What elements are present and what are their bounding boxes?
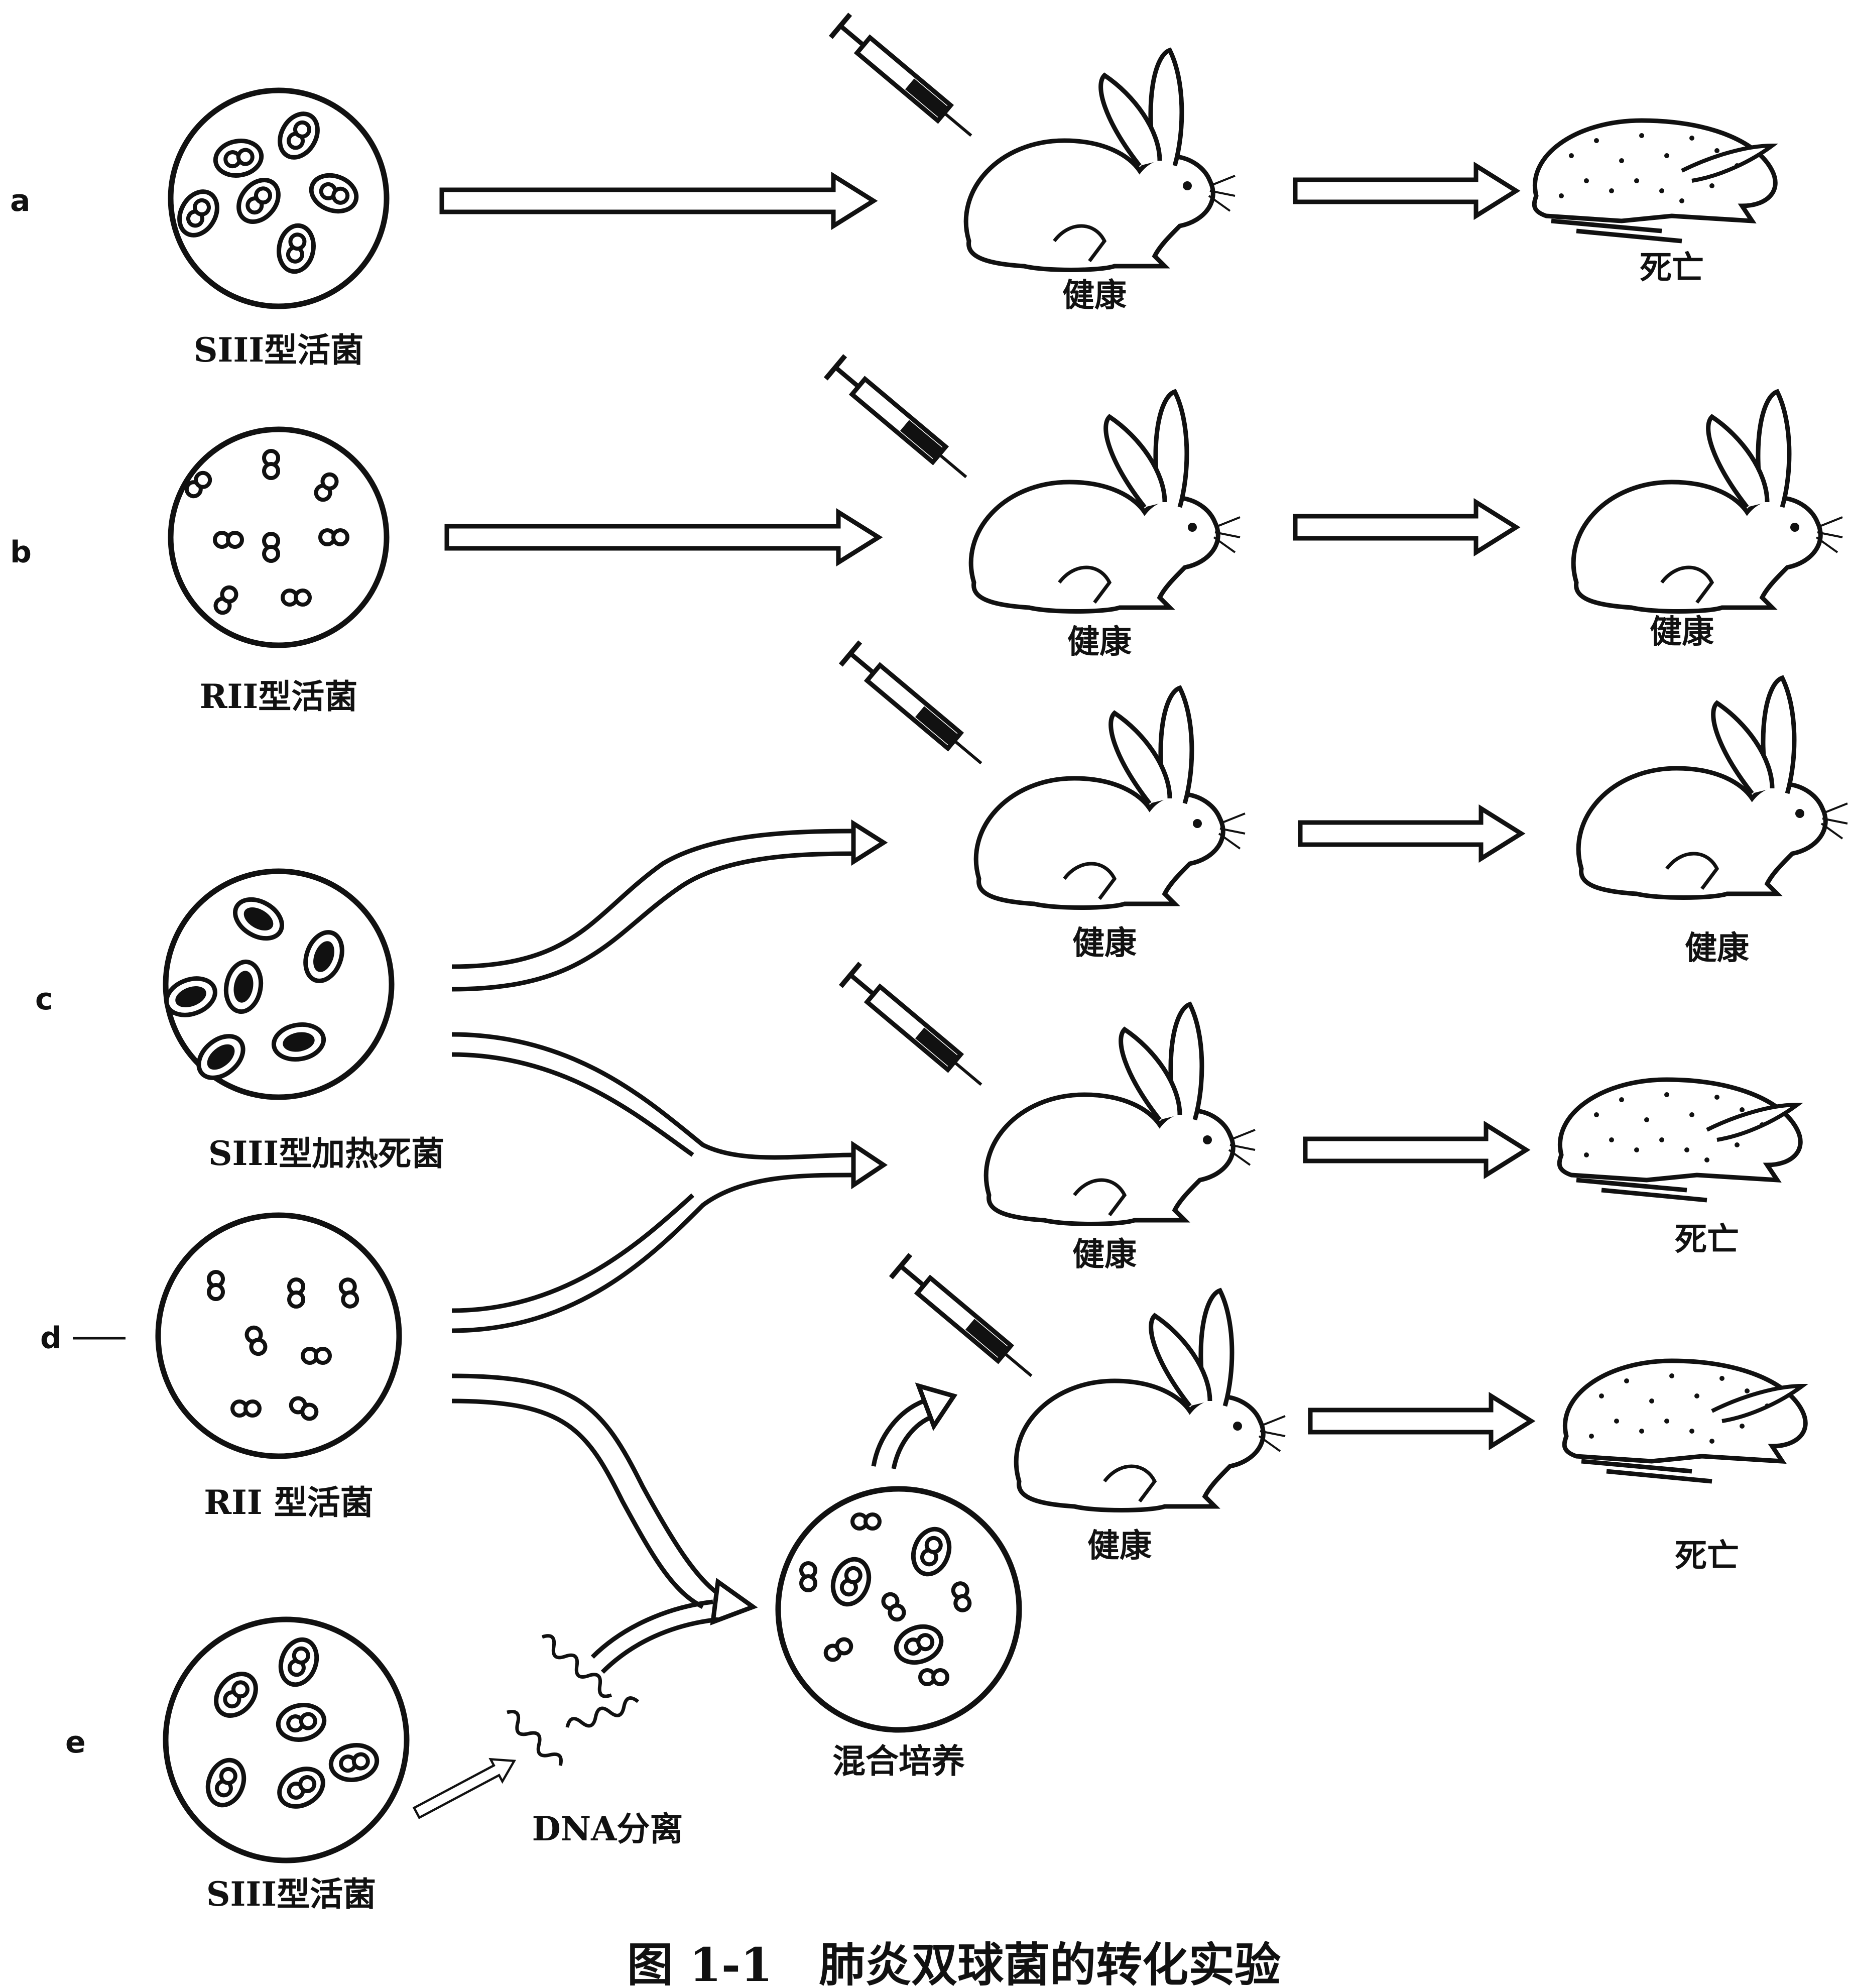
culture-dish-e	[166, 1619, 407, 1860]
figure-title: 图 1-1 肺炎双球菌的转化实验	[627, 1938, 1281, 1988]
arrow-mix-to-rabbit	[874, 1386, 954, 1469]
row-cd: 健康 死亡	[452, 963, 1800, 1331]
culture-label-e: SIII型活菌	[206, 1875, 376, 1914]
row-letter-c: c	[35, 982, 53, 1017]
culture-dish-a	[171, 90, 387, 306]
rabbit-c-after-label: 健康	[1685, 929, 1749, 967]
mix-label: 混合培养	[832, 1741, 965, 1781]
rabbit-e-before-label: 健康	[1087, 1527, 1152, 1565]
rabbit-b-after-label: 健康	[1650, 613, 1714, 651]
rabbit-cd-before-label: 健康	[1072, 1236, 1137, 1273]
rabbit-c-before	[976, 688, 1245, 908]
rabbit-cd-after-label: 死亡	[1675, 1221, 1739, 1258]
rabbit-c-before-label: 健康	[1072, 924, 1137, 962]
rabbit-e-before	[1016, 1291, 1285, 1510]
culture-label-c: SIII型加热死菌	[208, 1134, 444, 1173]
arrow-dna-to-mix	[592, 1602, 718, 1672]
syringe-a	[831, 14, 981, 147]
dna-strands	[503, 1632, 640, 1770]
arrow-b-1	[447, 512, 879, 562]
arrow-e-to-dna	[411, 1750, 520, 1824]
rabbit-a-before-label: 健康	[1062, 277, 1127, 314]
culture-label-a: SIII型活菌	[194, 330, 363, 370]
arrow-cd-2	[1305, 1125, 1526, 1175]
arrow-c-curve	[452, 824, 884, 989]
syringe-b	[826, 356, 976, 489]
rabbit-b-before	[971, 392, 1240, 612]
dna-label: DNA分离	[532, 1809, 683, 1848]
culture-dish-c	[161, 871, 392, 1097]
row-letter-e: e	[65, 1725, 86, 1760]
mixed-culture-dish	[778, 1489, 1019, 1730]
arrow-cd-merge	[452, 1034, 884, 1331]
rabbit-cd-before	[986, 1004, 1255, 1224]
rabbit-cd-dead	[1559, 1080, 1800, 1200]
arrow-e-2	[1310, 1396, 1531, 1446]
rabbit-a-dead	[1534, 121, 1775, 241]
arrow-c-2	[1300, 808, 1521, 859]
row-c: c SIII型加热死菌 健康 健康	[35, 642, 1847, 1173]
arrow-b-2	[1295, 502, 1516, 552]
row-b: b RII型活菌 健康 健康	[10, 356, 1842, 716]
arrow-a-1	[442, 176, 874, 226]
culture-label-d: RII 型活菌	[204, 1483, 374, 1522]
syringe-cd	[841, 963, 991, 1096]
rabbit-c-after	[1578, 678, 1847, 898]
rabbit-b-before-label: 健康	[1067, 623, 1132, 661]
row-letter-b: b	[10, 535, 32, 570]
arrow-a-2	[1295, 166, 1516, 216]
culture-label-b: RII型活菌	[200, 677, 358, 716]
culture-dish-b	[171, 429, 387, 645]
rabbit-b-after	[1573, 392, 1842, 612]
rabbit-e-dead	[1564, 1361, 1805, 1481]
arrow-d-to-mix	[452, 1376, 753, 1622]
row-d: d RII 型活菌	[40, 1215, 753, 1622]
culture-dish-d	[158, 1215, 399, 1456]
syringe-c	[841, 642, 991, 775]
rabbit-e-after-label: 死亡	[1675, 1537, 1739, 1575]
rabbit-a-healthy	[966, 50, 1235, 270]
rabbit-a-after-label: 死亡	[1640, 249, 1704, 287]
row-letter-d: d	[40, 1321, 62, 1356]
syringe-e	[891, 1254, 1041, 1387]
row-letter-a: a	[10, 183, 31, 218]
row-a: a SIII型活菌 健康 死亡	[10, 14, 1775, 370]
